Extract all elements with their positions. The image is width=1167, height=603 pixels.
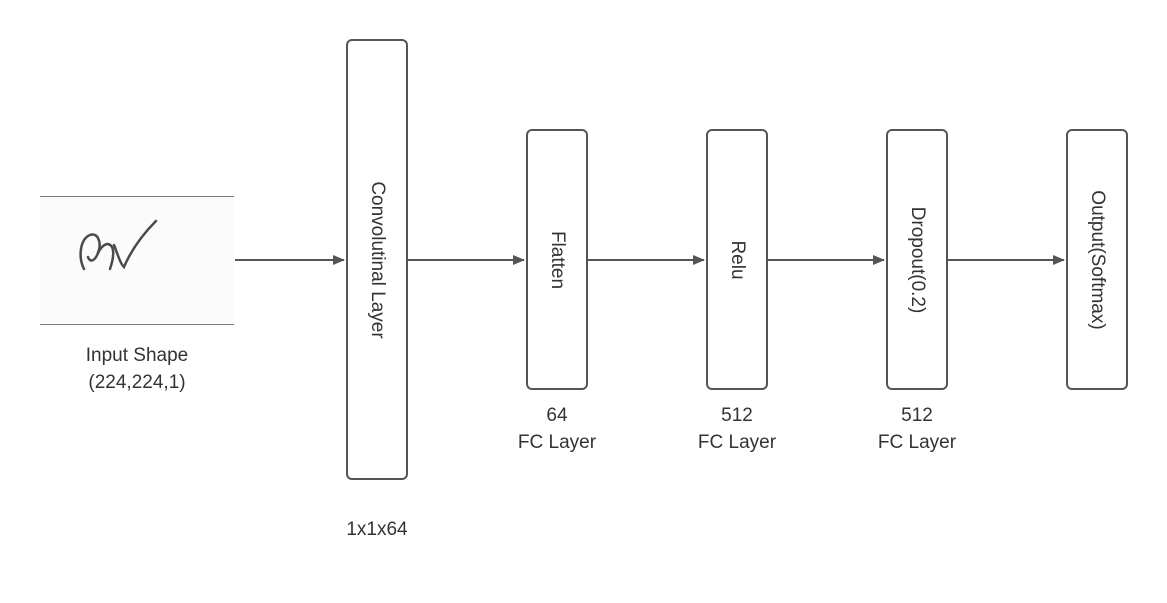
conv-layer-caption: 1x1x64	[346, 519, 408, 540]
input-image	[40, 196, 234, 325]
relu-label: Relu	[727, 239, 748, 280]
dropout-units: 512	[901, 405, 933, 426]
dropout-caption: 512 FC Layer	[857, 402, 977, 456]
input-caption: Input Shape (224,224,1)	[62, 342, 212, 396]
flatten-block: Flatten	[526, 129, 588, 390]
relu-type: FC Layer	[697, 432, 777, 453]
relu-caption: 512 FC Layer	[677, 402, 797, 456]
input-label: Input Shape	[85, 345, 189, 366]
flatten-type: FC Layer	[517, 432, 597, 453]
dropout-label: Dropout(0.2)	[907, 206, 928, 313]
output-block: Output(Softmax)	[1066, 129, 1128, 390]
output-label: Output(Softmax)	[1087, 189, 1108, 330]
flatten-units: 64	[546, 405, 568, 426]
flatten-label: Flatten	[547, 230, 568, 289]
flatten-caption: 64 FC Layer	[497, 402, 617, 456]
relu-units: 512	[721, 405, 753, 426]
conv-layer-block: Convolutinal Layer	[346, 39, 408, 480]
dropout-type: FC Layer	[877, 432, 957, 453]
handwritten-character-icon	[79, 219, 158, 271]
dropout-block: Dropout(0.2)	[886, 129, 948, 390]
relu-block: Relu	[706, 129, 768, 390]
input-shape: (224,224,1)	[88, 372, 186, 393]
conv-layer-label: Convolutinal Layer	[367, 180, 388, 339]
